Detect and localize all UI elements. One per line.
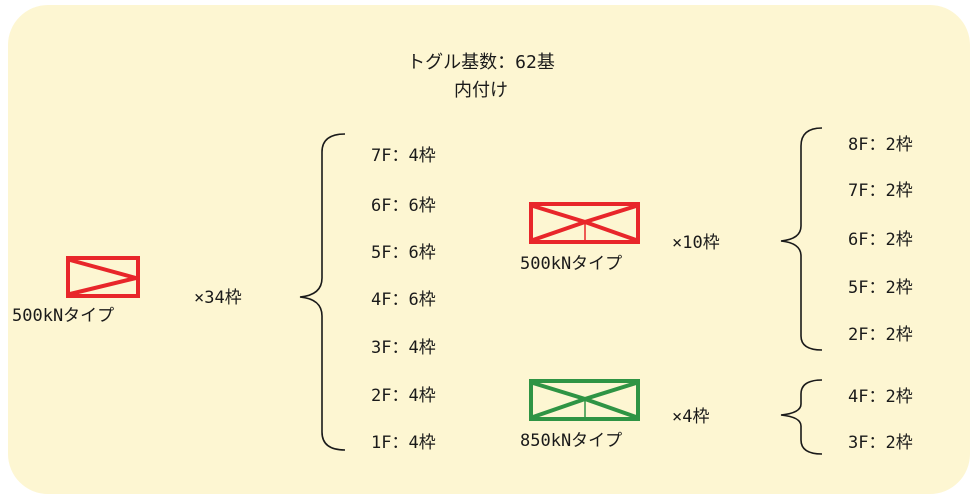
diagram-subtitle: 内付け <box>454 80 508 101</box>
top-right-type-label: 500kNタイプ <box>520 254 623 274</box>
left-count-label: ×34枠 <box>194 288 242 308</box>
floor-item: 4F：6枠 <box>371 290 436 310</box>
floor-item: 7F：4枠 <box>371 146 436 166</box>
left-brace <box>299 133 346 451</box>
floor-item: 7F：2枠 <box>848 181 913 201</box>
floor-item: 6F：2枠 <box>848 230 913 250</box>
single-truss-red-icon <box>66 256 140 298</box>
bottom-right-count-label: ×4枠 <box>672 407 710 427</box>
floor-item: 2F：2枠 <box>848 325 913 345</box>
top-right-brace <box>780 127 823 351</box>
diagram-title: トグル基数：62基 <box>407 52 555 73</box>
floor-item: 6F：6枠 <box>371 196 436 216</box>
bottom-right-brace <box>780 379 823 455</box>
floor-item: 5F：2枠 <box>848 278 913 298</box>
left-type-label: 500kNタイプ <box>12 306 115 326</box>
diagram-panel <box>8 5 970 494</box>
floor-item: 8F：2枠 <box>848 135 913 155</box>
floor-item: 4F：2枠 <box>848 387 913 407</box>
floor-item: 3F：4枠 <box>371 338 436 358</box>
bottom-right-type-label: 850kNタイプ <box>520 431 623 451</box>
floor-item: 3F：2枠 <box>848 433 913 453</box>
floor-item: 1F：4枠 <box>371 433 436 453</box>
top-right-count-label: ×10枠 <box>672 233 720 253</box>
floor-item: 2F：4枠 <box>371 386 436 406</box>
floor-item: 5F：6枠 <box>371 243 436 263</box>
